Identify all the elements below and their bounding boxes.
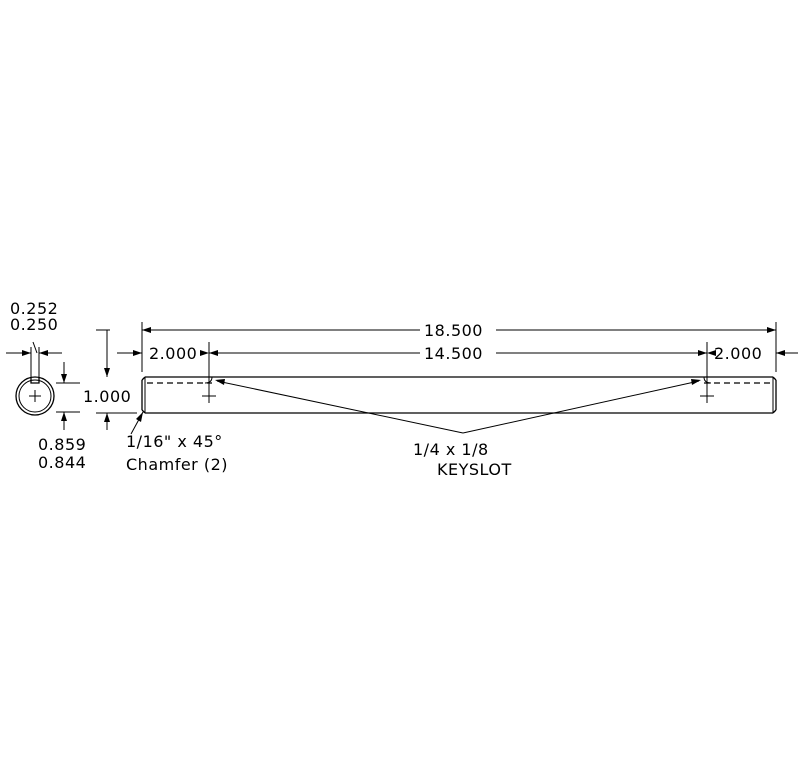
dia-arrow-bottom [104, 413, 110, 422]
slot-width-arrow-left [22, 350, 31, 356]
right-offset-arrow-a [707, 350, 716, 356]
left-offset-arrow-b [200, 350, 209, 356]
keyslot-leader-arrow-left [215, 379, 225, 385]
keyslot-leader-right [462, 380, 700, 434]
left-offset-arrow-a [133, 350, 142, 356]
diameter-label: 1.000 [83, 387, 131, 406]
keyslot-leader-left [216, 380, 464, 434]
right-offset-label: 2.000 [714, 344, 762, 363]
overall-arrow-left [142, 327, 151, 333]
chamfer-note-line2: Chamfer (2) [126, 455, 228, 474]
slot-depth-min-label: 0.844 [38, 453, 86, 472]
shaft-end-inner-circle [18, 379, 52, 413]
keyslot-arrow-left [209, 350, 218, 356]
slot-width-arrow-right [39, 350, 48, 356]
left-offset-label: 2.000 [149, 344, 197, 363]
keyslot-end-left [204, 376, 213, 384]
keyslot-arrow-right [698, 350, 707, 356]
chamfer-leader-arrow [136, 412, 143, 422]
keyslot-note-line1: 1/4 x 1/8 [413, 440, 489, 459]
slot-width-leader [32, 341, 38, 354]
chamfer-note-line1: 1/16" x 45° [126, 432, 223, 451]
slot-width-max-label: 0.252 [10, 299, 58, 318]
side-view: 18.500 14.500 2.000 2.000 1.000 1/16" x … [83, 320, 798, 479]
overall-arrow-right [767, 327, 776, 333]
slot-depth-arrow-bottom [61, 412, 67, 421]
keyslot-note-line2: KEYSLOT [437, 460, 512, 479]
right-offset-arrow-b [776, 350, 785, 356]
end-view: 0.252 0.250 0.859 0.844 [6, 299, 86, 472]
slot-depth-max-label: 0.859 [38, 435, 86, 454]
slot-depth-arrow-top [61, 374, 67, 383]
keyslot-profile [30, 377, 40, 384]
slot-width-min-label: 0.250 [10, 315, 58, 334]
dia-arrow-top [104, 368, 110, 377]
keyslot-end-right [703, 376, 712, 384]
overall-length-label: 18.500 [424, 321, 483, 340]
keyslot-length-label: 14.500 [424, 344, 483, 363]
shaft-end-circle [15, 376, 55, 416]
keyslot-leader-arrow-right [691, 379, 701, 385]
